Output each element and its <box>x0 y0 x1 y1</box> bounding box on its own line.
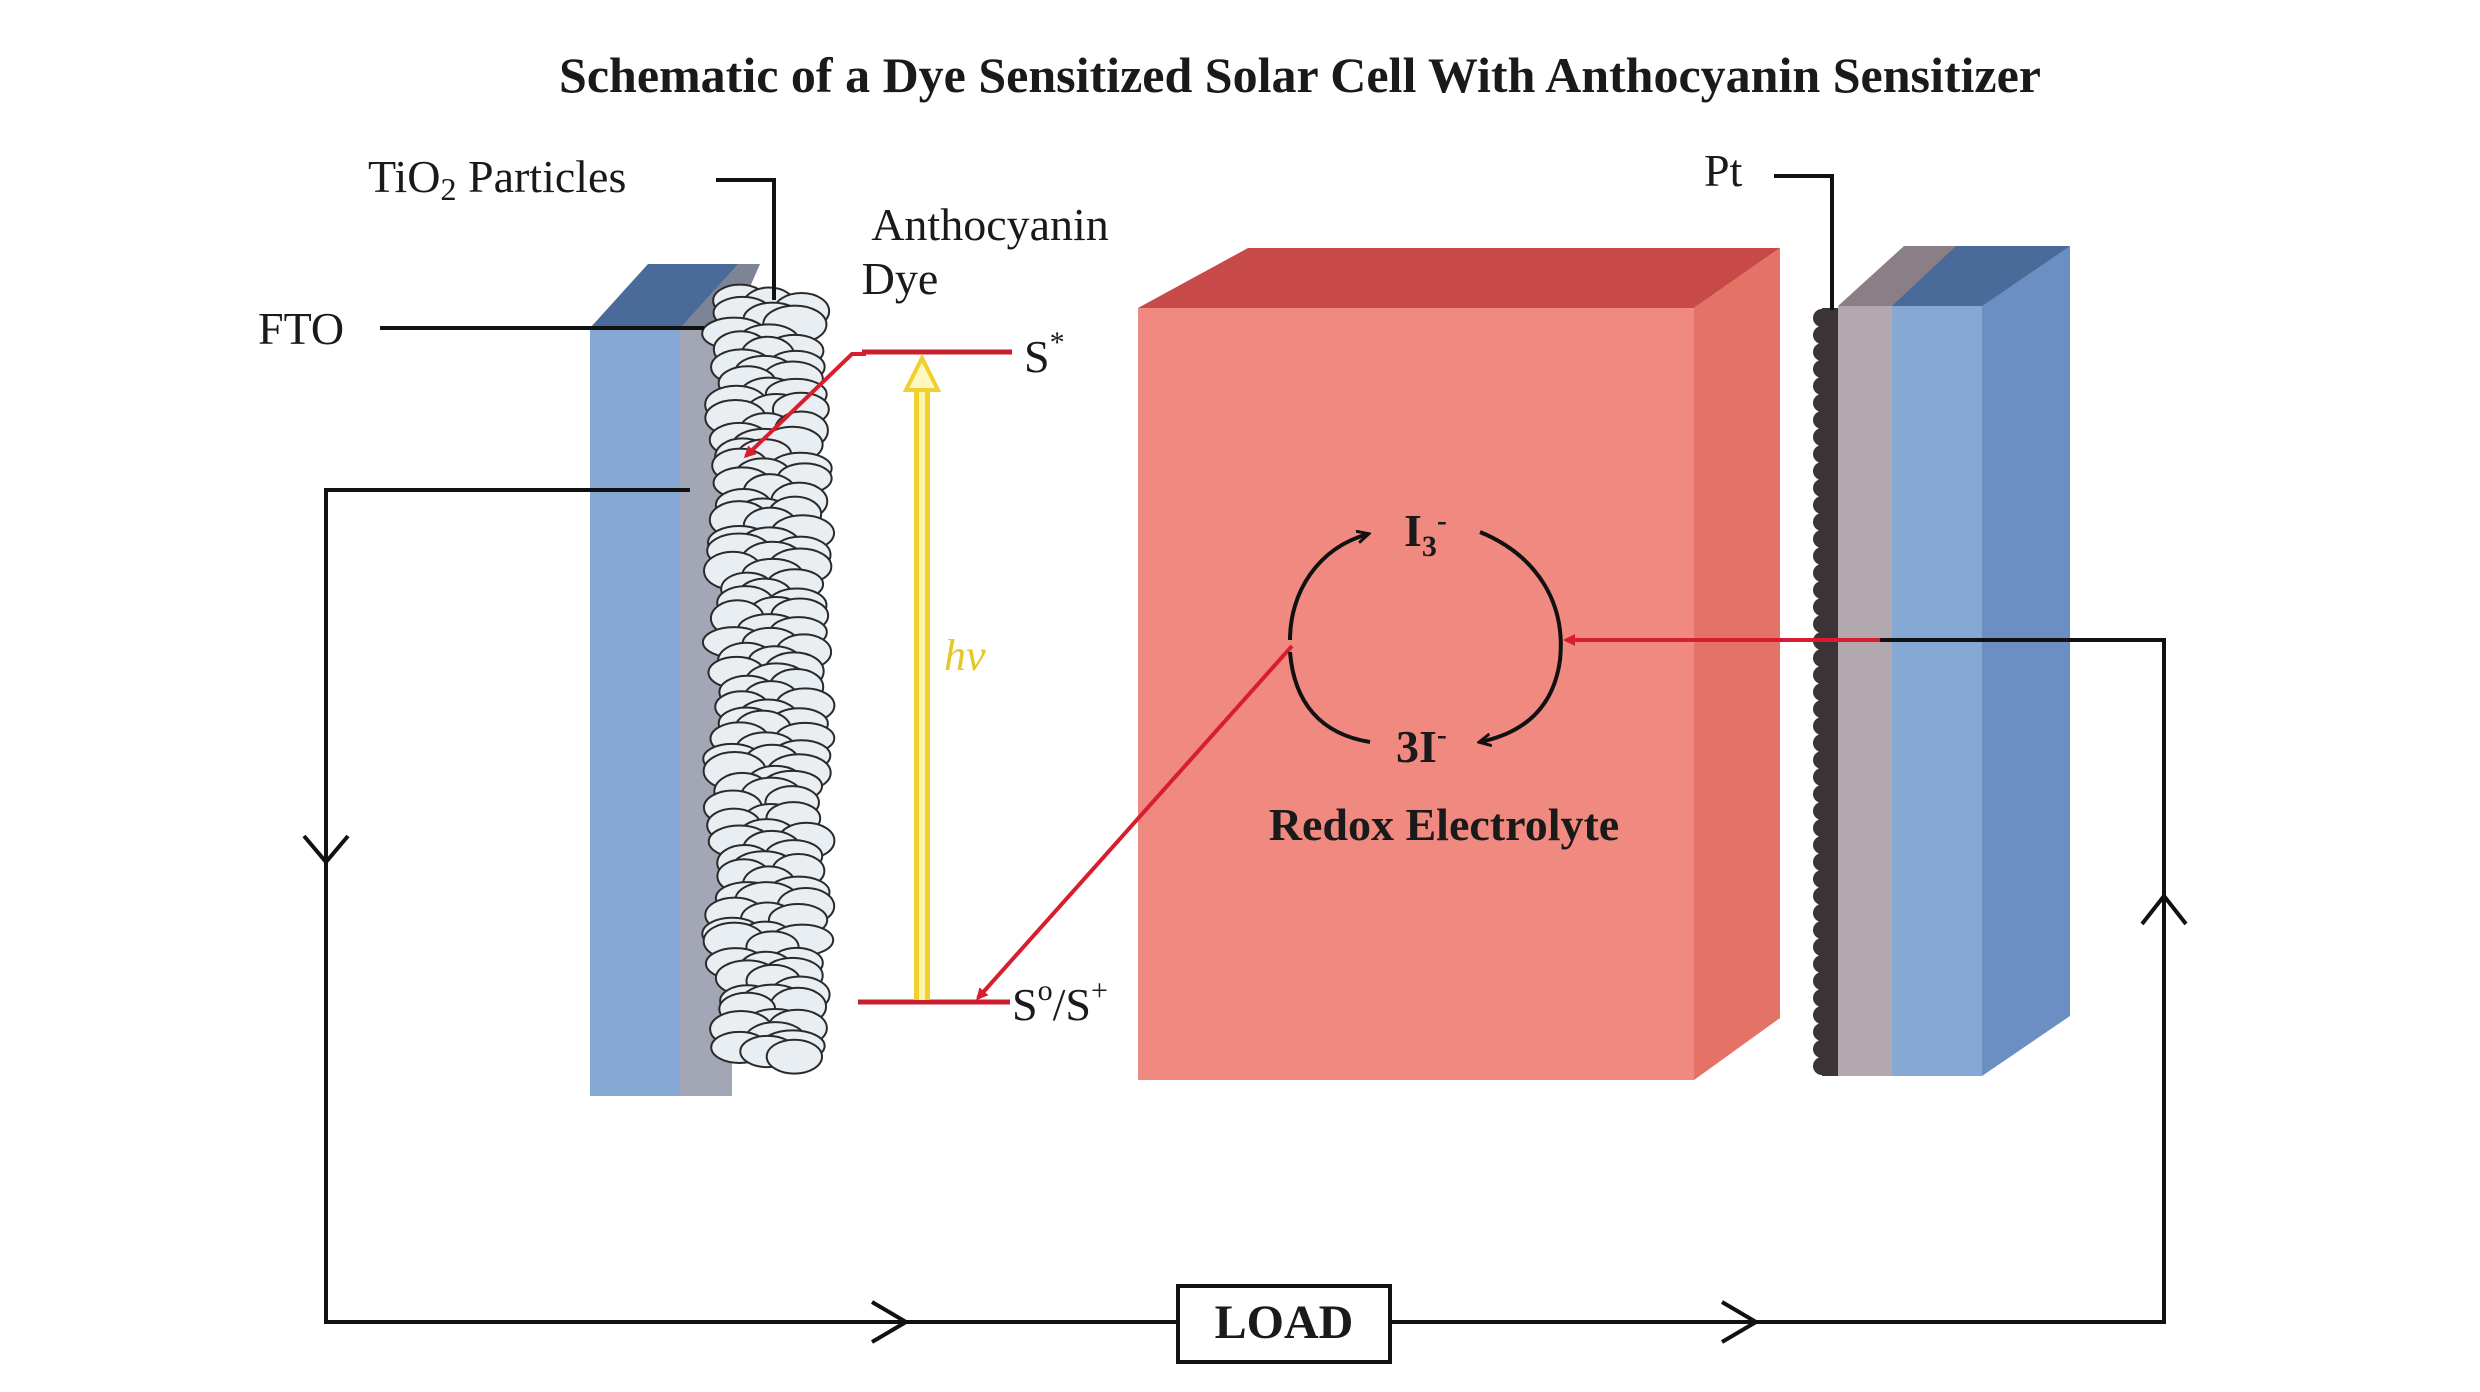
pt-bead <box>1813 564 1831 582</box>
pt-bead <box>1813 547 1831 565</box>
pt-bead <box>1813 802 1831 820</box>
pt-bead <box>1813 666 1831 684</box>
pt-bead <box>1813 479 1831 497</box>
external-circuit-wire <box>324 488 2166 1324</box>
load-label: LOAD <box>1215 1296 1354 1349</box>
pt-bead <box>1813 904 1831 922</box>
pt-bead <box>1813 377 1831 395</box>
pt-leader-line <box>1774 174 1834 310</box>
pt-label: Pt <box>1704 145 1743 196</box>
pt-bead <box>1813 445 1831 463</box>
pt-bead <box>1813 700 1831 718</box>
pt-bead <box>1813 853 1831 871</box>
anthocyanin-dye-label-line2: Dye <box>862 253 939 304</box>
electrolyte-top <box>1138 248 1780 308</box>
pt-bead <box>1813 513 1831 531</box>
pt-bead <box>1813 972 1831 990</box>
ground-state-label: So/S+ <box>1012 974 1108 1030</box>
pt-beads <box>1813 309 1831 1075</box>
pt-bead <box>1813 1023 1831 1041</box>
circuit-arrow-up <box>2140 892 2188 926</box>
tio2-leader-line <box>716 178 776 300</box>
diagram-title: Schematic of a Dye Sensitized Solar Cell… <box>559 47 2041 103</box>
electrolyte-block <box>1138 248 1780 1080</box>
pt-bead <box>1813 887 1831 905</box>
redox-cycle-right-arc <box>1480 530 1563 742</box>
iodide-label: 3I- <box>1396 718 1447 772</box>
pt-bead <box>1813 989 1831 1007</box>
load-box <box>1176 1284 1392 1364</box>
pt-bead <box>1813 411 1831 429</box>
pt-bead <box>1813 938 1831 956</box>
redox-cycle-upper-arc <box>1288 534 1368 641</box>
pt-bead <box>1813 598 1831 616</box>
fto-label: FTO <box>258 303 344 354</box>
redox-electrolyte-label: Redox Electrolyte <box>1269 799 1619 850</box>
pt-bead <box>1813 581 1831 599</box>
left-glass-top <box>590 264 760 328</box>
pt-bead <box>1813 428 1831 446</box>
photon-excitation-arrow <box>902 353 942 1000</box>
pt-bead <box>1813 819 1831 837</box>
pt-bead <box>1813 955 1831 973</box>
hv-label: hν <box>944 631 986 680</box>
pt-bead <box>1813 836 1831 854</box>
anthocyanin-dye-label-line1: Anthocyanin <box>871 199 1109 250</box>
pt-bead <box>1813 1040 1831 1058</box>
pt-bead <box>1813 360 1831 378</box>
circuit-arrow-down <box>302 834 350 866</box>
pt-bead <box>1813 343 1831 361</box>
excited-state-label: S* <box>1024 326 1065 382</box>
circuit-arrow-right-2 <box>1720 1300 1760 1344</box>
pt-bead <box>1813 921 1831 939</box>
pt-bead <box>1813 734 1831 752</box>
pt-bead <box>1813 530 1831 548</box>
pt-bead <box>1813 1006 1831 1024</box>
tio2-label: TiO2 Particles <box>368 151 626 207</box>
pt-bead <box>1813 615 1831 633</box>
pt-bead <box>1813 326 1831 344</box>
pt-bead <box>1813 462 1831 480</box>
redox-cycle-left-arc <box>1288 651 1371 744</box>
pt-bead <box>1813 309 1831 327</box>
dye-regeneration-arrow <box>976 644 1294 1001</box>
pt-bead <box>1813 768 1831 786</box>
pt-bead <box>1813 649 1831 667</box>
tio2-particle <box>765 1038 824 1075</box>
pt-bead <box>1813 496 1831 514</box>
pt-bead <box>1813 751 1831 769</box>
right-electrode <box>1813 246 2070 1076</box>
circuit-arrow-right-1 <box>870 1300 910 1344</box>
right-glass-front <box>1892 306 1982 1076</box>
pt-bead <box>1813 785 1831 803</box>
triiodide-label: I3- <box>1404 504 1447 563</box>
pt-bead <box>1813 1057 1831 1075</box>
pt-bead <box>1813 717 1831 735</box>
pt-bead <box>1813 870 1831 888</box>
pt-bead <box>1813 683 1831 701</box>
right-pt-substrate <box>1838 306 1892 1076</box>
right-glass-side <box>1982 246 2070 1076</box>
left-glass-front <box>590 328 680 1096</box>
electrolyte-side <box>1694 248 1780 1080</box>
electrolyte-front <box>1138 308 1694 1080</box>
right-glass-top-blue <box>1892 246 2070 306</box>
tio2-particle-layer <box>701 283 836 1075</box>
electron-injection-arrow <box>743 352 866 459</box>
pt-bead <box>1813 394 1831 412</box>
